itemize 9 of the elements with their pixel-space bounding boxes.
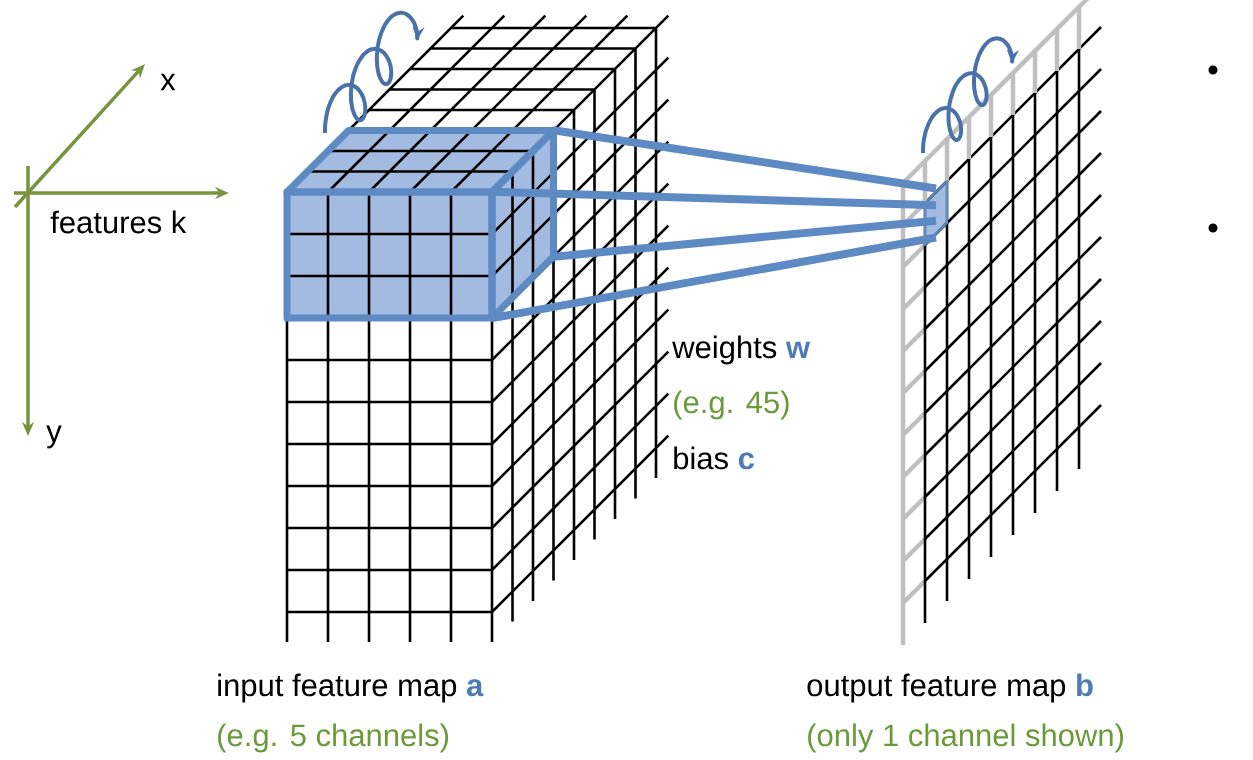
axis-label: features k [50, 210, 187, 234]
axis-label: x [160, 73, 176, 91]
caption-text: (e.g. 5 channels) [218, 723, 449, 753]
kernel-cube [283, 127, 557, 322]
axis-label: y [46, 425, 62, 449]
caption-text: output feature map b [807, 673, 1093, 703]
caption-text: input feature map a [218, 673, 484, 703]
caption-text: (only 1 channel shown) [808, 723, 1123, 753]
output-cell [924, 180, 948, 246]
